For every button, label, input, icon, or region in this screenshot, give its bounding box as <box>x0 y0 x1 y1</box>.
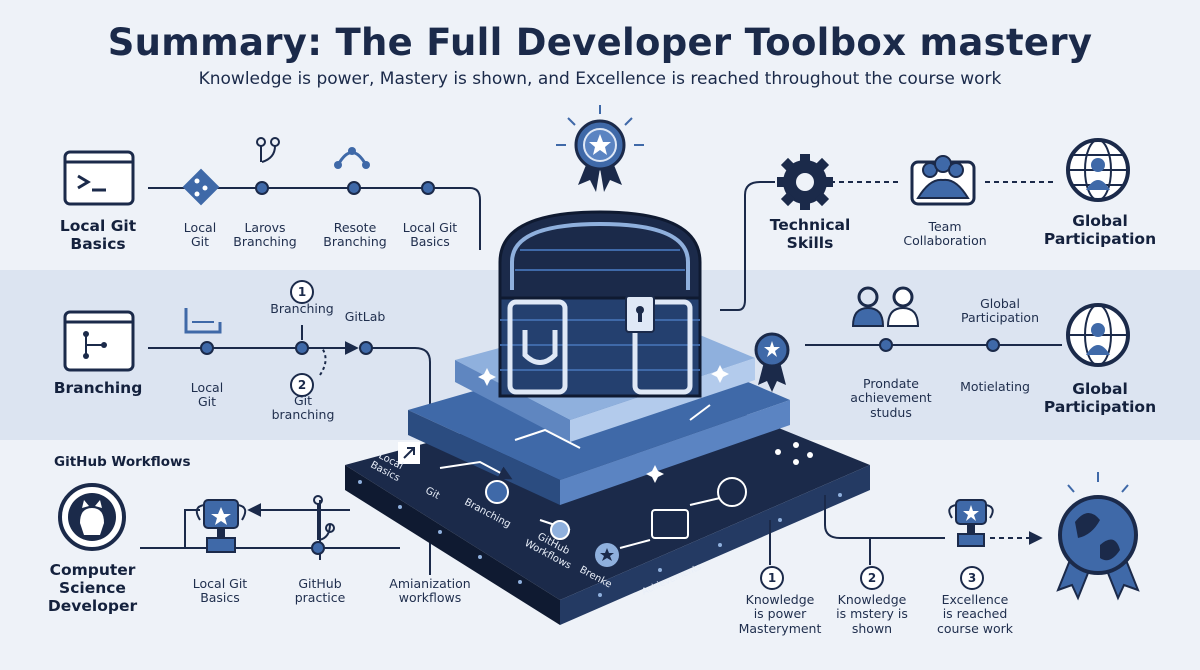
row2-node-label-2-top: Branching <box>270 301 334 316</box>
merge-arc-icon <box>334 147 370 169</box>
github-outline-icon <box>717 477 747 507</box>
globe-person-icon-top <box>1066 138 1130 202</box>
trophy-icon-right <box>948 499 994 547</box>
github-icon <box>58 483 126 551</box>
github-circle-icon <box>550 520 570 540</box>
document-icon <box>651 509 689 539</box>
team-collaboration-label: Team Collaboration <box>903 219 987 249</box>
team-icon <box>910 155 976 206</box>
medal-icon-mid <box>754 332 790 392</box>
branch-icon <box>256 137 280 163</box>
row1-node-3 <box>347 181 361 195</box>
row1-node-2 <box>255 181 269 195</box>
right-row2-node-2 <box>986 338 1000 352</box>
row3-node-label-1: Local Git Basics <box>192 576 248 606</box>
right-step-label-3: Excellence is reached course work <box>936 592 1013 636</box>
row2-step-2: 2 <box>290 373 314 397</box>
medal-icon-top <box>556 105 644 192</box>
page-subtitle: Knowledge is power, Mastery is shown, an… <box>198 69 1002 89</box>
row2-node-label-3: GitLab <box>344 309 386 324</box>
row1-node-label-3: Resote Branching <box>323 220 387 250</box>
right-mid-top-label: Global Participation <box>960 296 1040 326</box>
right-mid-node-label-2: Motielating <box>960 379 1030 394</box>
row3-node-2 <box>311 541 325 555</box>
globe-medal-icon <box>1056 472 1140 601</box>
right-step-label-2: Knowledge is mstery is shown <box>836 592 908 636</box>
row2-node-2 <box>295 341 309 355</box>
platform-icons <box>398 442 813 567</box>
page-title: Summary: The Full Developer Toolbox mast… <box>107 21 1093 64</box>
row2-icons <box>63 308 373 372</box>
users-icon <box>851 286 920 327</box>
row2-node-1 <box>200 341 214 355</box>
ruler-icon <box>184 308 222 334</box>
git-diamond-icon <box>182 168 220 206</box>
technical-skills-label: Technical Skills <box>769 216 851 252</box>
browser-branch-icon <box>63 310 135 372</box>
row3-icons <box>58 483 335 555</box>
left-row3-heading: GitHub Workflows <box>54 454 191 470</box>
globe-person-icon-mid <box>1066 303 1130 367</box>
row2-node-label-2-bottom: Git branching <box>271 393 335 423</box>
left-row2-label: Branching <box>53 379 143 397</box>
branch-circle-icon <box>485 480 509 504</box>
row2-node-label-1: Local Git <box>190 380 224 410</box>
row3-node-label-2: GitHub practice <box>294 576 346 606</box>
sparkle-icons <box>478 365 729 483</box>
row3-node-label-3: Amianization workflows <box>389 576 471 606</box>
right-step-num-3: 3 <box>960 566 984 590</box>
row2-connectors <box>148 325 431 410</box>
right-step-num-1: 1 <box>760 566 784 590</box>
right-row1-connectors <box>720 181 1055 311</box>
global-participation-label-top: Global Participation <box>1043 212 1157 248</box>
right-mid-node-label-1: Prondate achievement studus <box>850 376 932 420</box>
right-row2-node-1 <box>879 338 893 352</box>
right-row3-connectors <box>769 495 1043 565</box>
gear-icon <box>777 154 833 210</box>
right-step-label-1: Knowledge is power Masteryment <box>738 592 822 636</box>
network-icon <box>775 442 813 465</box>
platform-dots <box>358 480 842 597</box>
right-step-num-2: 2 <box>860 566 884 590</box>
global-participation-label-mid: Global Participation <box>1043 380 1157 416</box>
row2-node-3 <box>359 341 373 355</box>
left-row1-label: Local Git Basics <box>59 217 137 253</box>
treasure-chest-icon <box>498 210 702 398</box>
terminal-icon <box>63 150 135 206</box>
left-row3-label: Computer Science Developer <box>47 561 138 615</box>
row1-node-label-4: Local Git Basics <box>402 220 458 250</box>
row1-icons <box>63 137 435 206</box>
branch-icon-small <box>313 495 335 541</box>
row1-node-label-2: Larovs Branching <box>233 220 297 250</box>
row2-step-1: 1 <box>290 280 314 304</box>
row1-node-label-1: Local Git <box>183 220 217 250</box>
row1-node-4 <box>421 181 435 195</box>
trophy-icon <box>195 499 247 553</box>
